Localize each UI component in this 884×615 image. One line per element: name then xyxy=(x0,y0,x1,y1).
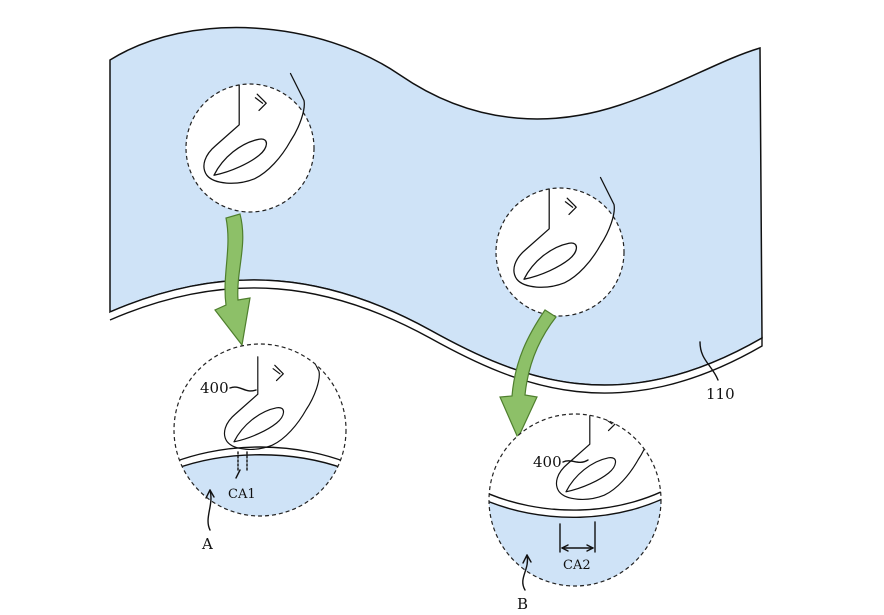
contact-area-1-label: CA1 xyxy=(228,487,256,502)
finger-bubble-right-top xyxy=(495,176,625,317)
down-arrow-icon xyxy=(214,213,251,347)
finger-bubble-left-top xyxy=(185,72,315,213)
contact-area-2-label: CA2 xyxy=(563,558,591,573)
region-a-label: A xyxy=(201,535,213,553)
zoom-bubble-b: CA2 xyxy=(488,413,662,587)
panel-reference-label: 110 xyxy=(706,385,735,403)
panel-edge xyxy=(109,279,763,394)
region-b-label: B xyxy=(517,595,528,613)
finger-reference-label-left: 400 xyxy=(200,379,229,397)
finger-reference-label-right: 400 xyxy=(533,453,562,471)
zoom-bubble-a: CA1 xyxy=(173,343,347,517)
down-arrow-icon xyxy=(499,309,557,440)
flexible-panel xyxy=(109,26,763,386)
